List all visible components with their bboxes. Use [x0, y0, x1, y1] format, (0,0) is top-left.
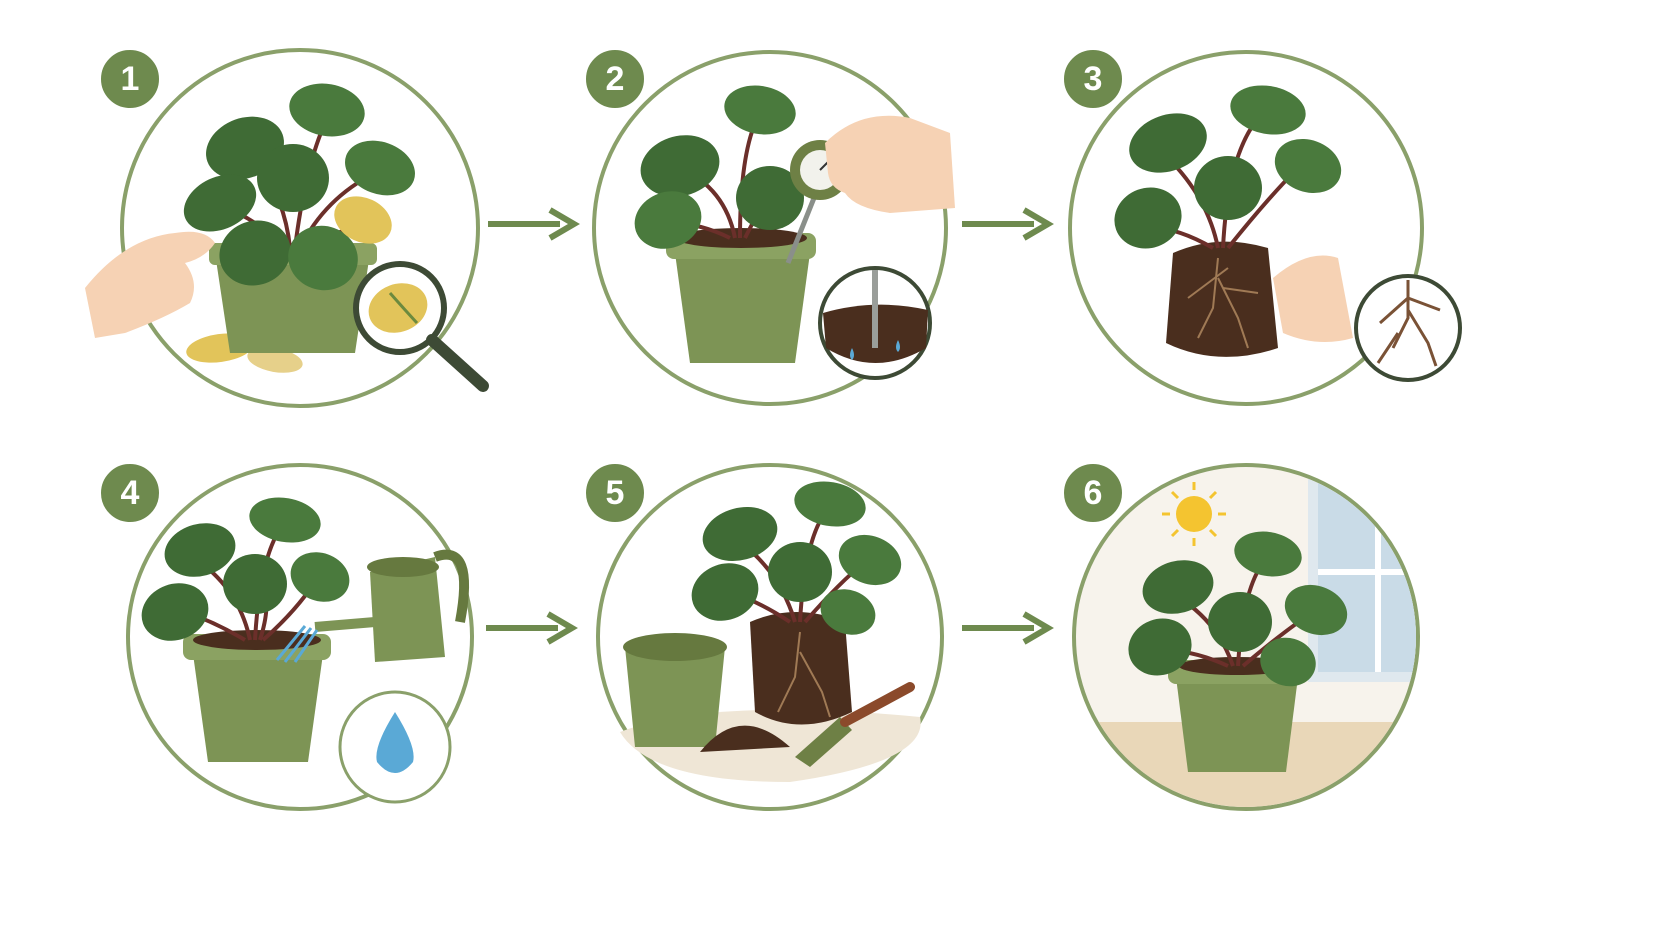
step-1-panel: 1 [85, 46, 495, 438]
step-6-badge: 6 [1060, 460, 1126, 526]
magnifier-handle [426, 334, 489, 392]
step-4-illustration [126, 463, 474, 811]
step-3-panel: 3 [1060, 46, 1462, 438]
arrow-step-1-to-2 [488, 204, 588, 244]
step-1-badge: 1 [97, 46, 163, 112]
arrow-step-2-to-3 [962, 204, 1062, 244]
empty-pot [625, 647, 725, 747]
yellow-leaf [334, 196, 392, 244]
leaves [1128, 531, 1348, 687]
leaves [691, 481, 902, 635]
root-ball [1166, 241, 1278, 357]
step-5-panel: 5 [582, 460, 980, 852]
pot [1176, 677, 1298, 772]
leaves [634, 85, 804, 249]
step-4-badge: 4 [97, 460, 163, 526]
leaves [141, 497, 350, 641]
roots [1187, 257, 1259, 349]
leaves [183, 83, 415, 291]
step-3-illustration [1068, 50, 1462, 406]
root-ball [750, 612, 852, 725]
soil-pile [700, 725, 790, 752]
pot [193, 654, 323, 762]
watering-can-handle [433, 549, 470, 623]
step-5-badge: 5 [582, 460, 648, 526]
meter-probe [785, 187, 821, 264]
roots-inset [1354, 274, 1462, 382]
step-6-illustration [1072, 463, 1420, 811]
arrow-step-4-to-5 [486, 608, 586, 648]
watering-can-spout [314, 617, 376, 632]
step-2-badge: 2 [582, 46, 648, 112]
pot [675, 253, 810, 363]
step-4-panel: 4 [97, 460, 495, 852]
step-2-panel: 2 [582, 46, 980, 438]
step-3-badge: 3 [1060, 46, 1126, 112]
step-1-illustration [85, 48, 489, 408]
trowel-blade [795, 717, 852, 767]
hand [85, 231, 215, 338]
hand [825, 115, 955, 213]
arrow-step-5-to-6 [962, 608, 1062, 648]
roots [777, 631, 831, 718]
step-2-illustration [592, 50, 955, 406]
step-5-illustration [596, 463, 944, 811]
water-drop-icon [376, 712, 414, 773]
step-6-panel: 6 [1060, 460, 1458, 852]
leaves [1114, 85, 1342, 249]
trowel-handle [840, 682, 915, 727]
watering-can [370, 557, 445, 662]
sun-icon [1162, 482, 1226, 546]
fallen-yellow-leaf [247, 347, 303, 373]
water-stream [275, 625, 319, 663]
hand [1273, 255, 1353, 342]
